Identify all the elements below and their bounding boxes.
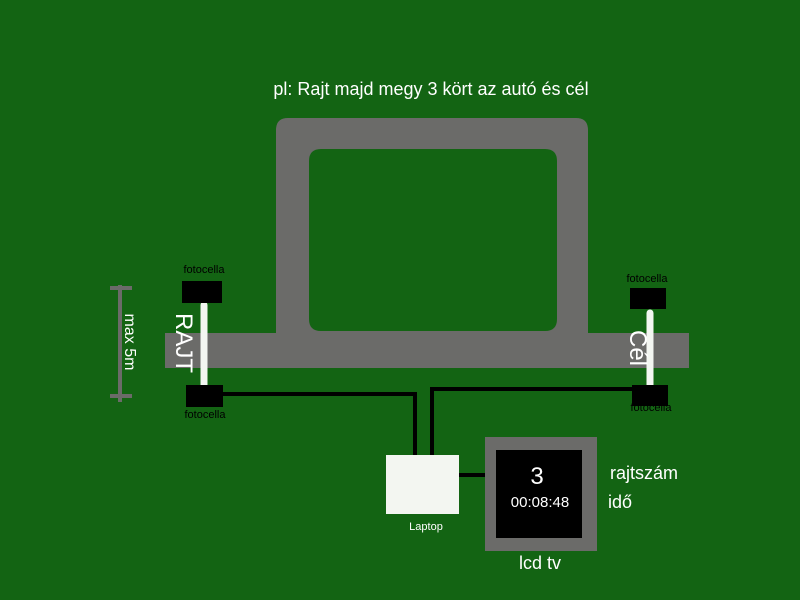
time-display: 00:08:48 — [511, 494, 569, 511]
start-sensor-bottom — [186, 385, 223, 407]
cables — [223, 387, 633, 477]
race-track — [165, 118, 689, 368]
start-label: RAJT — [170, 313, 197, 373]
start-sensor-bottom-label: fotocella — [185, 409, 227, 421]
time-label: idő — [608, 492, 632, 512]
finish-gate: fotocella fotocella Cél — [624, 273, 672, 414]
finish-sensor-bottom-label: fotocella — [631, 402, 673, 414]
start-cable — [223, 392, 417, 456]
distance-ruler: max 5m — [110, 285, 138, 402]
finish-sensor-bottom — [632, 385, 668, 406]
finish-sensor-top-label: fotocella — [627, 273, 669, 285]
ruler-label: max 5m — [121, 314, 138, 371]
lcd-tv: 3 00:08:48 lcd tv rajtszám idő — [485, 437, 678, 573]
tv-label: lcd tv — [519, 553, 561, 573]
finish-sensor-top — [630, 288, 666, 309]
finish-cable — [430, 387, 633, 456]
start-sensor-top-label: fotocella — [184, 264, 226, 276]
laptop-label: Laptop — [409, 521, 443, 533]
diagram-caption: pl: Rajt majd megy 3 kört az autó és cél — [273, 79, 588, 99]
start-gate: fotocella fotocella RAJT — [170, 264, 226, 421]
laptop-box — [386, 455, 459, 514]
race-number-display: 3 — [530, 463, 543, 490]
laptop: Laptop — [386, 455, 459, 533]
start-sensor-top — [182, 281, 222, 303]
race-number-label: rajtszám — [610, 463, 678, 483]
finish-label: Cél — [624, 330, 651, 366]
tv-screen — [496, 450, 582, 538]
track-loop — [276, 118, 588, 340]
